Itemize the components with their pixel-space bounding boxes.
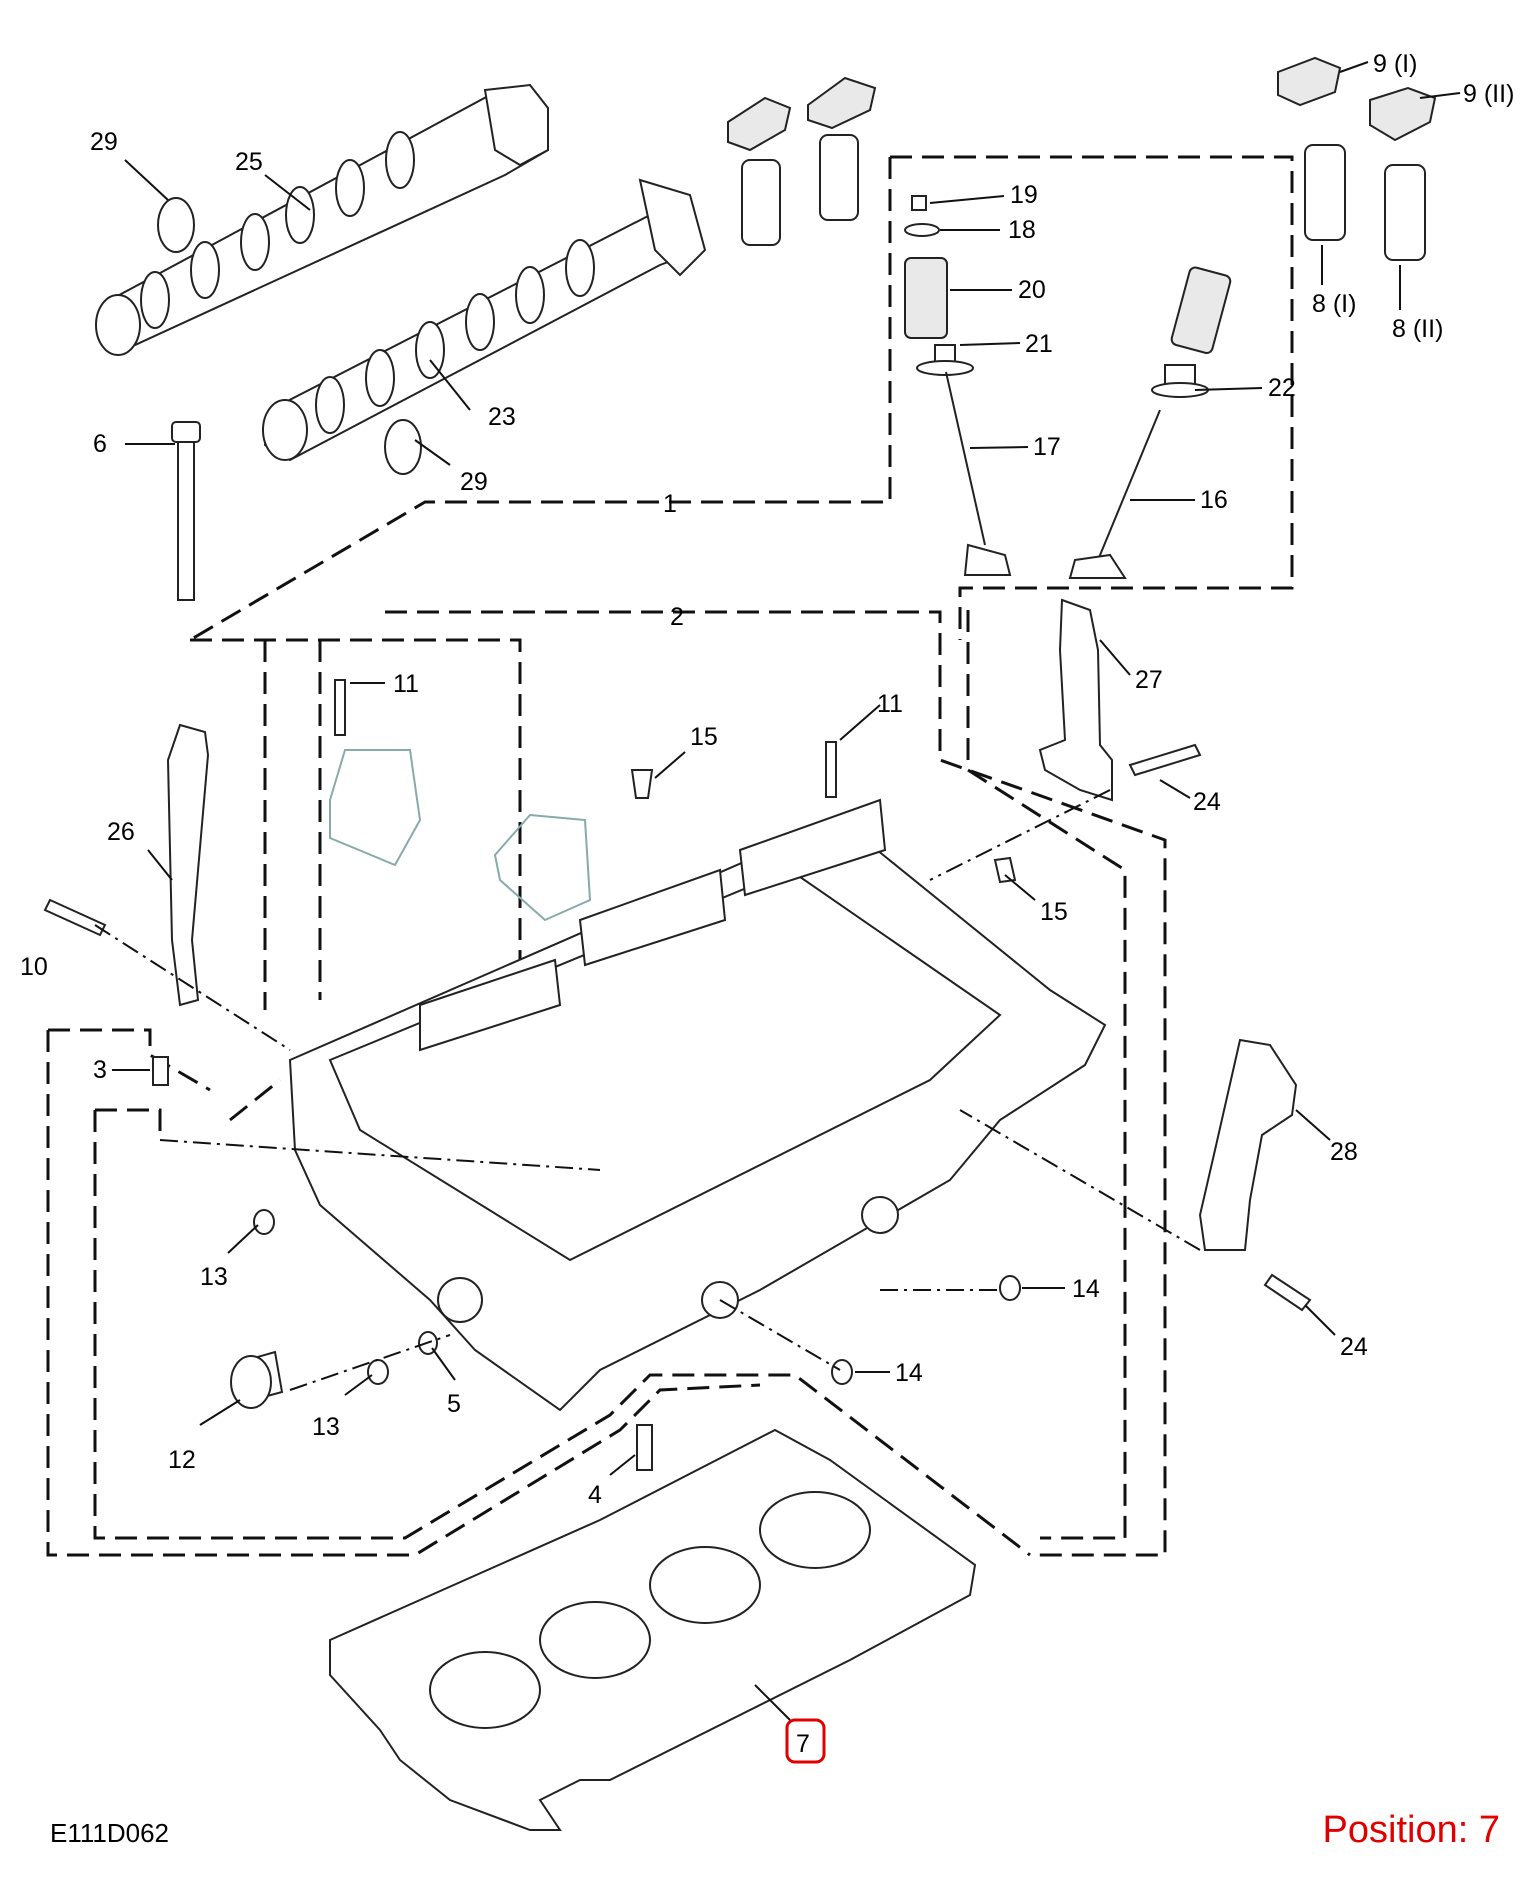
plugs-and-orings <box>230 1209 1021 1409</box>
callout-27: 27 <box>1135 666 1163 694</box>
ghost-caps <box>329 749 592 922</box>
callout-12: 12 <box>168 1446 196 1474</box>
position-indicator: Position: 7 <box>1323 1809 1500 1851</box>
callout-21: 21 <box>1025 330 1053 358</box>
callout-29b: 29 <box>460 468 488 496</box>
callout-17: 17 <box>1033 433 1061 461</box>
callout-15a: 15 <box>690 723 718 751</box>
callout-7-highlight <box>785 1718 826 1764</box>
callout-24b: 24 <box>1340 1333 1368 1361</box>
camshaft-seal-rings <box>157 197 422 475</box>
callout-13b: 13 <box>312 1413 340 1441</box>
callout-19: 19 <box>1010 181 1038 209</box>
callout-14b: 14 <box>895 1359 923 1387</box>
callout-8-i: 8 (I) <box>1312 290 1356 318</box>
callout-9-ii: 9 (II) <box>1463 80 1514 108</box>
callout-15b: 15 <box>1040 898 1068 926</box>
callout-16: 16 <box>1200 486 1228 514</box>
callout-13a: 13 <box>200 1263 228 1291</box>
dashed-group-outlines <box>46 155 1294 1557</box>
callout-labels: 29 25 23 29 6 1 2 19 18 20 21 17 22 16 9… <box>20 50 1514 1764</box>
callout-5: 5 <box>447 1390 461 1418</box>
callout-20: 20 <box>1018 276 1046 304</box>
callout-7: 7 <box>796 1730 810 1758</box>
callout-1: 1 <box>663 490 677 518</box>
callout-24a: 24 <box>1193 788 1221 816</box>
callout-29a: 29 <box>90 128 118 156</box>
callout-4: 4 <box>588 1481 602 1509</box>
rocker-arms-left <box>727 76 877 246</box>
callout-18: 18 <box>1008 216 1036 244</box>
callout-9-i: 9 (I) <box>1373 50 1417 78</box>
callout-2: 2 <box>670 603 684 631</box>
callout-8-ii: 8 (II) <box>1392 315 1443 343</box>
exhaust-camshaft <box>95 83 550 356</box>
hardware <box>43 421 1312 1471</box>
callout-10: 10 <box>20 953 48 981</box>
callout-22: 22 <box>1268 374 1296 402</box>
head-gasket <box>329 1428 977 1831</box>
callout-6: 6 <box>93 430 107 458</box>
callout-3: 3 <box>93 1056 107 1084</box>
callout-28: 28 <box>1330 1138 1358 1166</box>
callout-11a: 11 <box>393 670 419 698</box>
rocker-arms-right <box>1277 56 1437 261</box>
valve-springs-and-valves <box>904 195 1232 579</box>
intake-camshaft <box>262 178 707 462</box>
callout-23: 23 <box>488 403 516 431</box>
callout-11b: 11 <box>877 690 903 718</box>
callout-25: 25 <box>235 148 263 176</box>
diagram-code: E111D062 <box>50 1818 169 1848</box>
brackets <box>166 598 1298 1251</box>
leader-lines <box>94 61 1461 1721</box>
callout-26: 26 <box>107 818 135 846</box>
cylinder-head <box>288 798 1107 1412</box>
callout-14a: 14 <box>1072 1275 1100 1303</box>
